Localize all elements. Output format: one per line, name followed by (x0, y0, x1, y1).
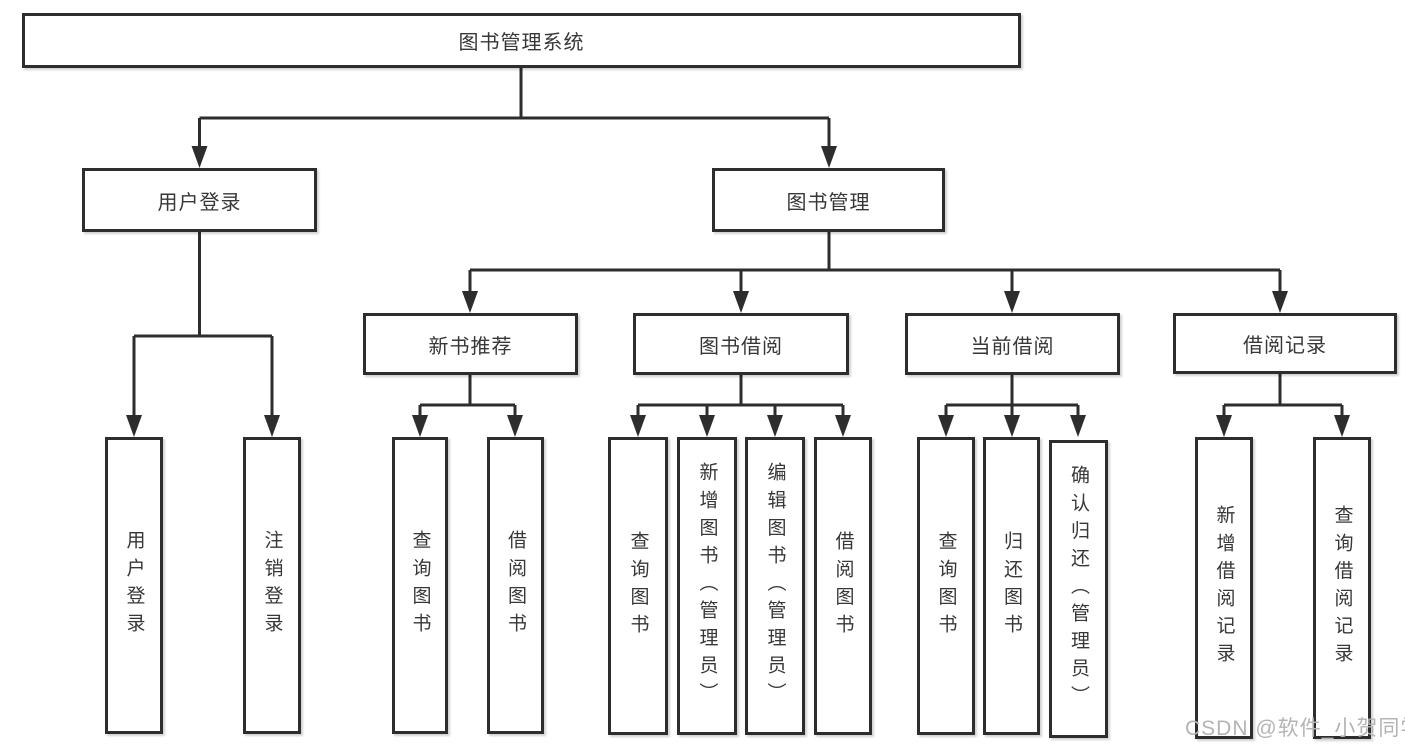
node-current-borrow: 当前借阅 (905, 313, 1120, 375)
node-book-management: 图书管理 (712, 168, 945, 232)
leaf-borrow-books-recommend: 借阅图书 (487, 437, 544, 734)
leaf-confirm-return-admin: 确认归还（管理员） (1049, 440, 1108, 738)
leaf-add-book-admin: 新增图书（管理员） (677, 437, 737, 735)
node-borrow-records: 借阅记录 (1173, 313, 1397, 374)
node-root: 图书管理系统 (22, 13, 1021, 68)
node-user-login: 用户登录 (82, 168, 317, 232)
watermark: CSDN @软件_小贺同学 (1185, 717, 1405, 740)
leaf-query-borrow-record: 查询借阅记录 (1313, 437, 1371, 739)
leaf-return-books: 归还图书 (983, 437, 1040, 735)
leaf-logout: 注销登录 (243, 437, 301, 734)
leaf-query-books-borrow: 查询图书 (608, 437, 668, 735)
leaf-add-borrow-record: 新增借阅记录 (1195, 437, 1253, 739)
node-new-book-recommend: 新书推荐 (363, 313, 578, 375)
leaf-edit-book-admin: 编辑图书（管理员） (745, 437, 805, 735)
arrowhead-icons (126, 146, 1350, 437)
leaf-borrow-books: 借阅图书 (814, 437, 872, 735)
leaf-query-books-recommend: 查询图书 (392, 437, 448, 734)
node-book-borrow: 图书借阅 (633, 313, 849, 375)
leaf-query-books-current: 查询图书 (917, 437, 975, 735)
leaf-user-login: 用户登录 (105, 437, 163, 734)
